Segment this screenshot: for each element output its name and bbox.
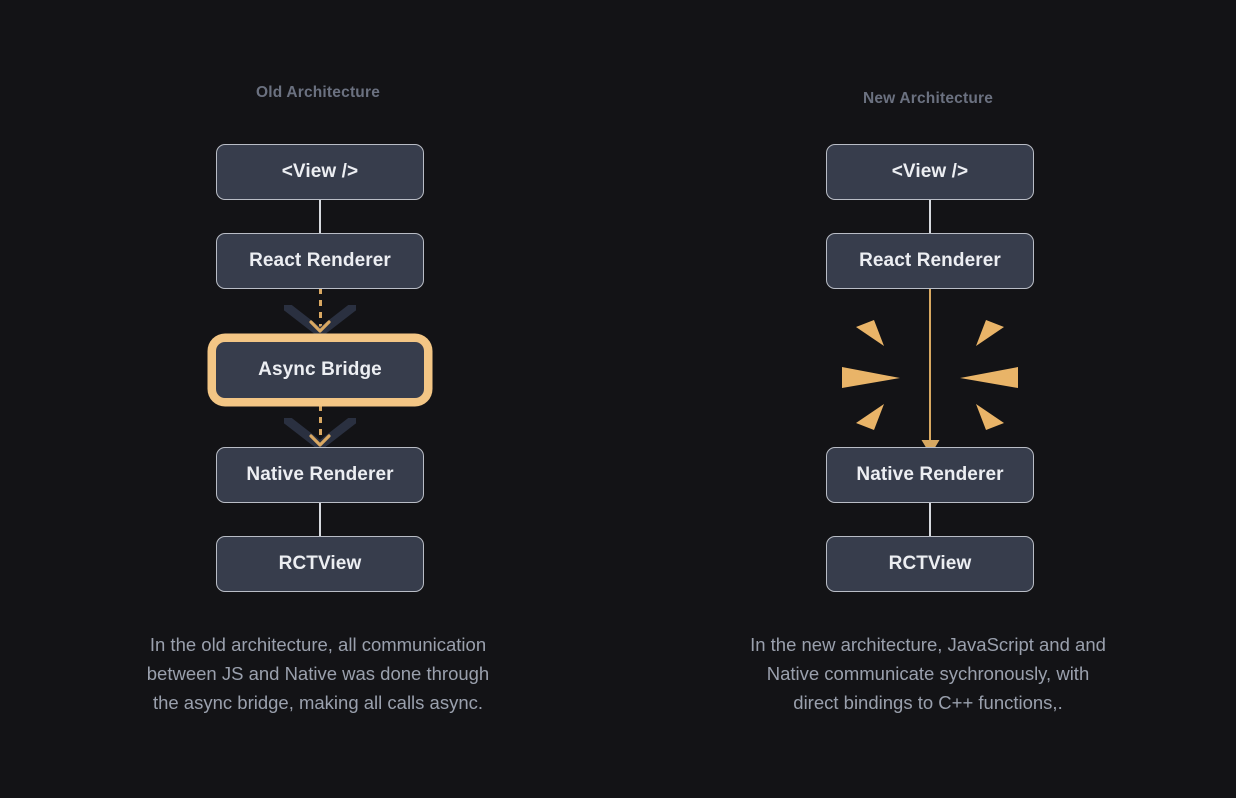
node-label: React Renderer (249, 250, 391, 271)
connector-view-to-react-renderer (929, 198, 932, 246)
caption-new-architecture: In the new architecture, JavaScript and … (668, 630, 1188, 717)
caption-line: Native communicate sychronously, with (766, 663, 1090, 684)
node-label: RCTView (888, 553, 972, 574)
connector-react-renderer-to-native-renderer (929, 288, 932, 448)
node-label: React Renderer (859, 250, 1001, 271)
chevron-shadow-icon (284, 305, 356, 335)
node-react-renderer[interactable]: React Renderer (826, 233, 1034, 289)
node-label: Async Bridge (258, 359, 382, 380)
node-native-renderer[interactable]: Native Renderer (216, 447, 424, 503)
column-old-architecture: Old Architecture (58, 0, 578, 798)
caption-line: the async bridge, making all calls async… (152, 692, 484, 713)
node-native-renderer[interactable]: Native Renderer (826, 447, 1034, 503)
column-new-architecture: New Architecture (668, 0, 1188, 798)
node-react-renderer[interactable]: React Renderer (216, 233, 424, 289)
caption-line: In the old architecture, all communicati… (149, 634, 487, 655)
node-label: <View /> (891, 161, 969, 182)
connector-view-to-react-renderer (319, 198, 322, 246)
caption-line: In the new architecture, JavaScript and … (750, 634, 1106, 655)
caption-line: direct bindings to C++ functions,. (793, 692, 1063, 713)
node-label: Native Renderer (246, 464, 394, 485)
node-label: Native Renderer (856, 464, 1004, 485)
connector-async-bridge-to-native-renderer (318, 405, 322, 445)
connector-native-renderer-to-rctview (319, 500, 322, 540)
connector-react-renderer-to-async-bridge (318, 288, 322, 330)
sparkle-burst-icon (840, 310, 1020, 440)
column-title-old-architecture: Old Architecture (255, 84, 381, 101)
node-label: <View /> (281, 161, 359, 182)
arrowhead-down-icon (309, 434, 331, 447)
node-rctview[interactable]: RCTView (826, 536, 1034, 592)
node-view[interactable]: <View /> (216, 144, 424, 200)
column-title-new-architecture: New Architecture (862, 90, 994, 107)
node-async-bridge[interactable]: Async Bridge (208, 334, 432, 406)
connector-native-renderer-to-rctview (929, 500, 932, 540)
node-rctview[interactable]: RCTView (216, 536, 424, 592)
arrowhead-down-icon (309, 320, 331, 333)
caption-line: between JS and Native was done through (146, 663, 490, 684)
caption-old-architecture: In the old architecture, all communicati… (58, 630, 578, 717)
node-label: RCTView (278, 553, 362, 574)
node-view[interactable]: <View /> (826, 144, 1034, 200)
